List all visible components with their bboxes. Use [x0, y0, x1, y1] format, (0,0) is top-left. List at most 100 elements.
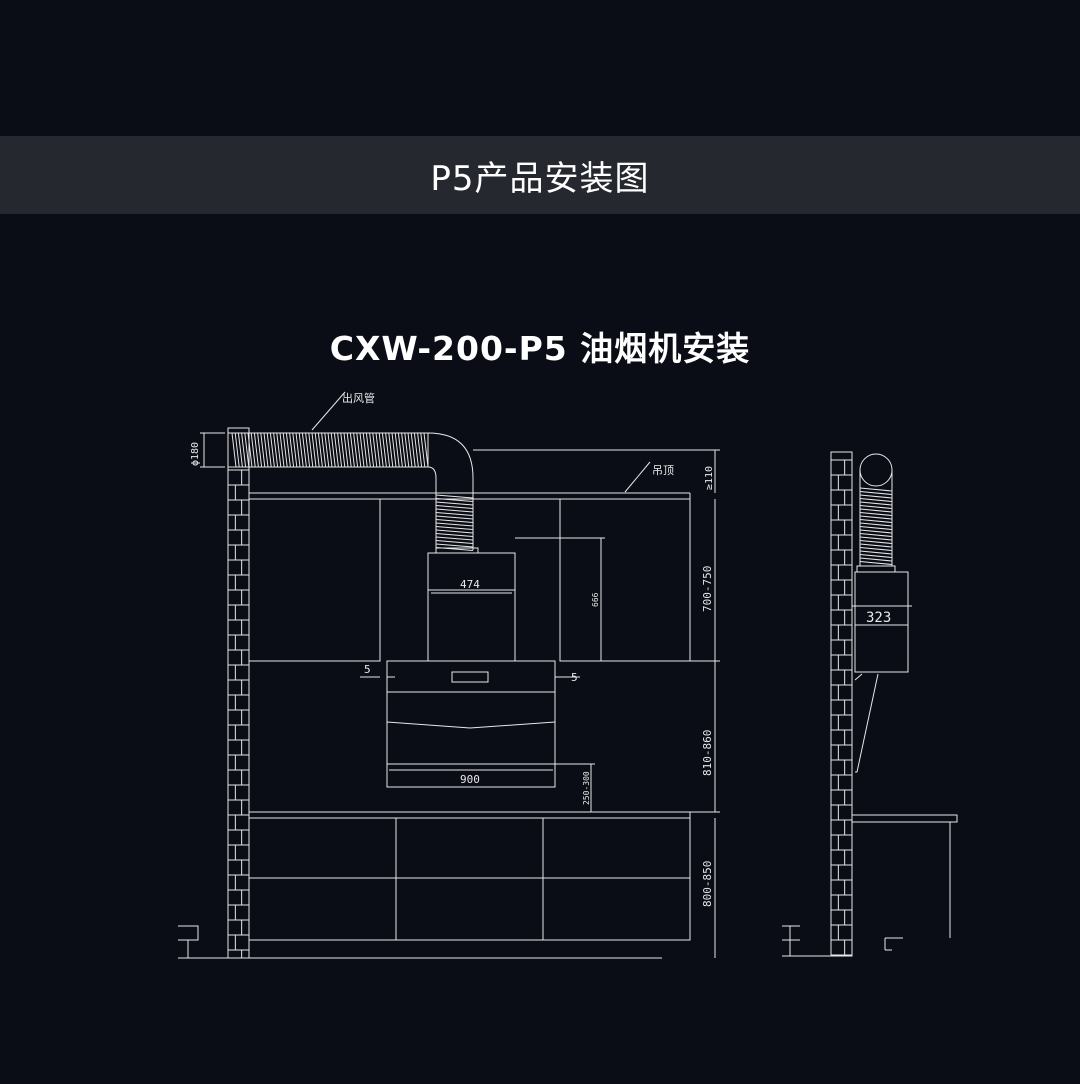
hood-body [386, 660, 556, 788]
drawing-line [381, 432, 387, 468]
drawing-line [247, 432, 253, 468]
drawing-line [401, 432, 407, 468]
duct-ribs [231, 432, 429, 468]
section-header: P5产品安装图 [0, 136, 1080, 214]
drawing-line [385, 432, 391, 468]
lower-cabinets [248, 817, 691, 941]
drawing-line [369, 432, 375, 468]
hood-display [451, 671, 489, 683]
dim-chimney-width: 474 [460, 578, 480, 591]
drawing-line [266, 432, 272, 468]
drawing-line [435, 519, 474, 523]
drawing-line [372, 432, 378, 468]
drawing-line [295, 432, 301, 468]
drawing-line [305, 432, 311, 468]
drawing-line [435, 508, 474, 513]
upper-cabinet-right [559, 498, 691, 662]
drawing-line [410, 432, 416, 468]
section-title: P5产品安装图 [430, 158, 650, 199]
drawing-line [859, 512, 893, 516]
drawing-line [273, 432, 279, 468]
drawing-line [859, 487, 893, 492]
drawing-line [859, 550, 893, 555]
drawing-line [859, 519, 893, 523]
label-ceiling: 吊顶 [652, 464, 674, 477]
drawing-line [253, 432, 259, 468]
dim-counter-height: 800-850 [701, 861, 714, 907]
drawing-line [859, 526, 893, 530]
drawing-line [859, 515, 893, 520]
drawing-line [859, 543, 893, 548]
drawing-line [435, 515, 474, 520]
drawing-line [234, 432, 240, 468]
dim-hood-clearance: 250-300 [582, 771, 591, 805]
ceiling-leader [624, 461, 651, 493]
drawing-line [859, 547, 893, 551]
drawing-line [435, 540, 474, 544]
dim-gap-right: 5 [571, 671, 578, 684]
drawing-line [269, 432, 275, 468]
drawing-line [420, 432, 426, 468]
drawing-line [391, 432, 397, 468]
dim-ceiling-gap: ≥110 [704, 466, 715, 490]
drawing-line [324, 432, 330, 468]
drawing-line [298, 432, 304, 468]
drawing-line [241, 432, 247, 468]
dim-hood-width: 900 [460, 773, 480, 786]
drawing-line [435, 522, 474, 527]
drawing-line [346, 432, 352, 468]
side-wall [830, 451, 853, 957]
drawing-line [859, 557, 893, 562]
drawing-line [859, 536, 893, 541]
drawing-line [407, 432, 413, 468]
dim-gap-left: 5 [364, 663, 371, 676]
drawing-line [859, 498, 893, 502]
drawing-line [263, 432, 269, 468]
countertop [248, 811, 691, 819]
drawing-line [292, 432, 298, 468]
wall-bricks [228, 469, 249, 958]
drawing-line [362, 432, 368, 468]
drawing-line [343, 432, 349, 468]
dim-hood-height: 810-860 [701, 730, 714, 776]
side-duct-end [859, 453, 893, 487]
drawing-line [435, 536, 474, 541]
drawing-line [859, 505, 893, 509]
dim-cabinet-height: 700-750 [701, 566, 714, 612]
drawing-line [260, 432, 266, 468]
side-glass-panel [854, 673, 879, 773]
drawing-line [257, 432, 263, 468]
drawing-line [231, 432, 237, 468]
drawing-line [413, 432, 419, 468]
duct-elbow [427, 432, 474, 550]
drawing-line [327, 432, 333, 468]
drawing-line [859, 561, 893, 565]
drawing-line [435, 512, 474, 516]
drawing-line [321, 432, 327, 468]
drawing-line [340, 432, 346, 468]
drawing-title: CXW-200-P5 油烟机安装 [329, 329, 751, 368]
drawing-line [330, 432, 336, 468]
drawing-line [314, 432, 320, 468]
drawing-line [308, 432, 314, 468]
drawing-line [859, 508, 893, 513]
drawing-line [250, 432, 256, 468]
duct-leader [311, 391, 346, 431]
drawing-line [859, 529, 893, 534]
drawing-line [282, 432, 288, 468]
drawing-line [378, 432, 384, 468]
drawing-line [394, 432, 400, 468]
dim-side-depth: 323 [866, 610, 891, 626]
dim-chimney-height: 666 [591, 592, 600, 607]
drawing-line [397, 432, 403, 468]
drawing-line [356, 432, 362, 468]
drawing-line [859, 501, 893, 506]
drawing-line [435, 533, 474, 537]
drawing-line [237, 432, 243, 468]
upper-cabinet-left [248, 498, 381, 662]
dim-duct-diameter: ϕ180 [190, 442, 201, 466]
drawing-line [349, 432, 355, 468]
drawing-line [279, 432, 285, 468]
drawing-line [859, 491, 893, 495]
